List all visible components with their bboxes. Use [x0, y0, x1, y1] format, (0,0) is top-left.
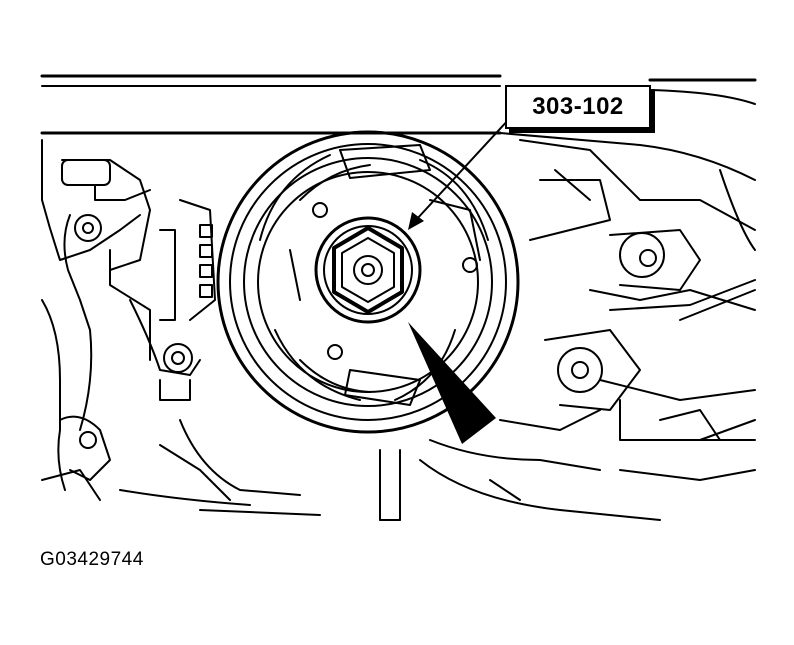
- callout-leader-line: [415, 117, 511, 221]
- frame-lines: [40, 74, 757, 181]
- right-bracket-assembly: [499, 139, 756, 441]
- callout-arrowhead: [408, 212, 424, 230]
- lower-structure: [119, 419, 756, 521]
- figure-id-caption: G03429744: [40, 549, 144, 570]
- tool-callout-box: 303-102: [505, 85, 651, 129]
- large-pointer-arrow: [408, 322, 496, 444]
- left-bracket-assembly: [41, 139, 216, 501]
- crankshaft-pulley: [216, 130, 520, 434]
- tool-number-label: 303-102: [532, 93, 624, 120]
